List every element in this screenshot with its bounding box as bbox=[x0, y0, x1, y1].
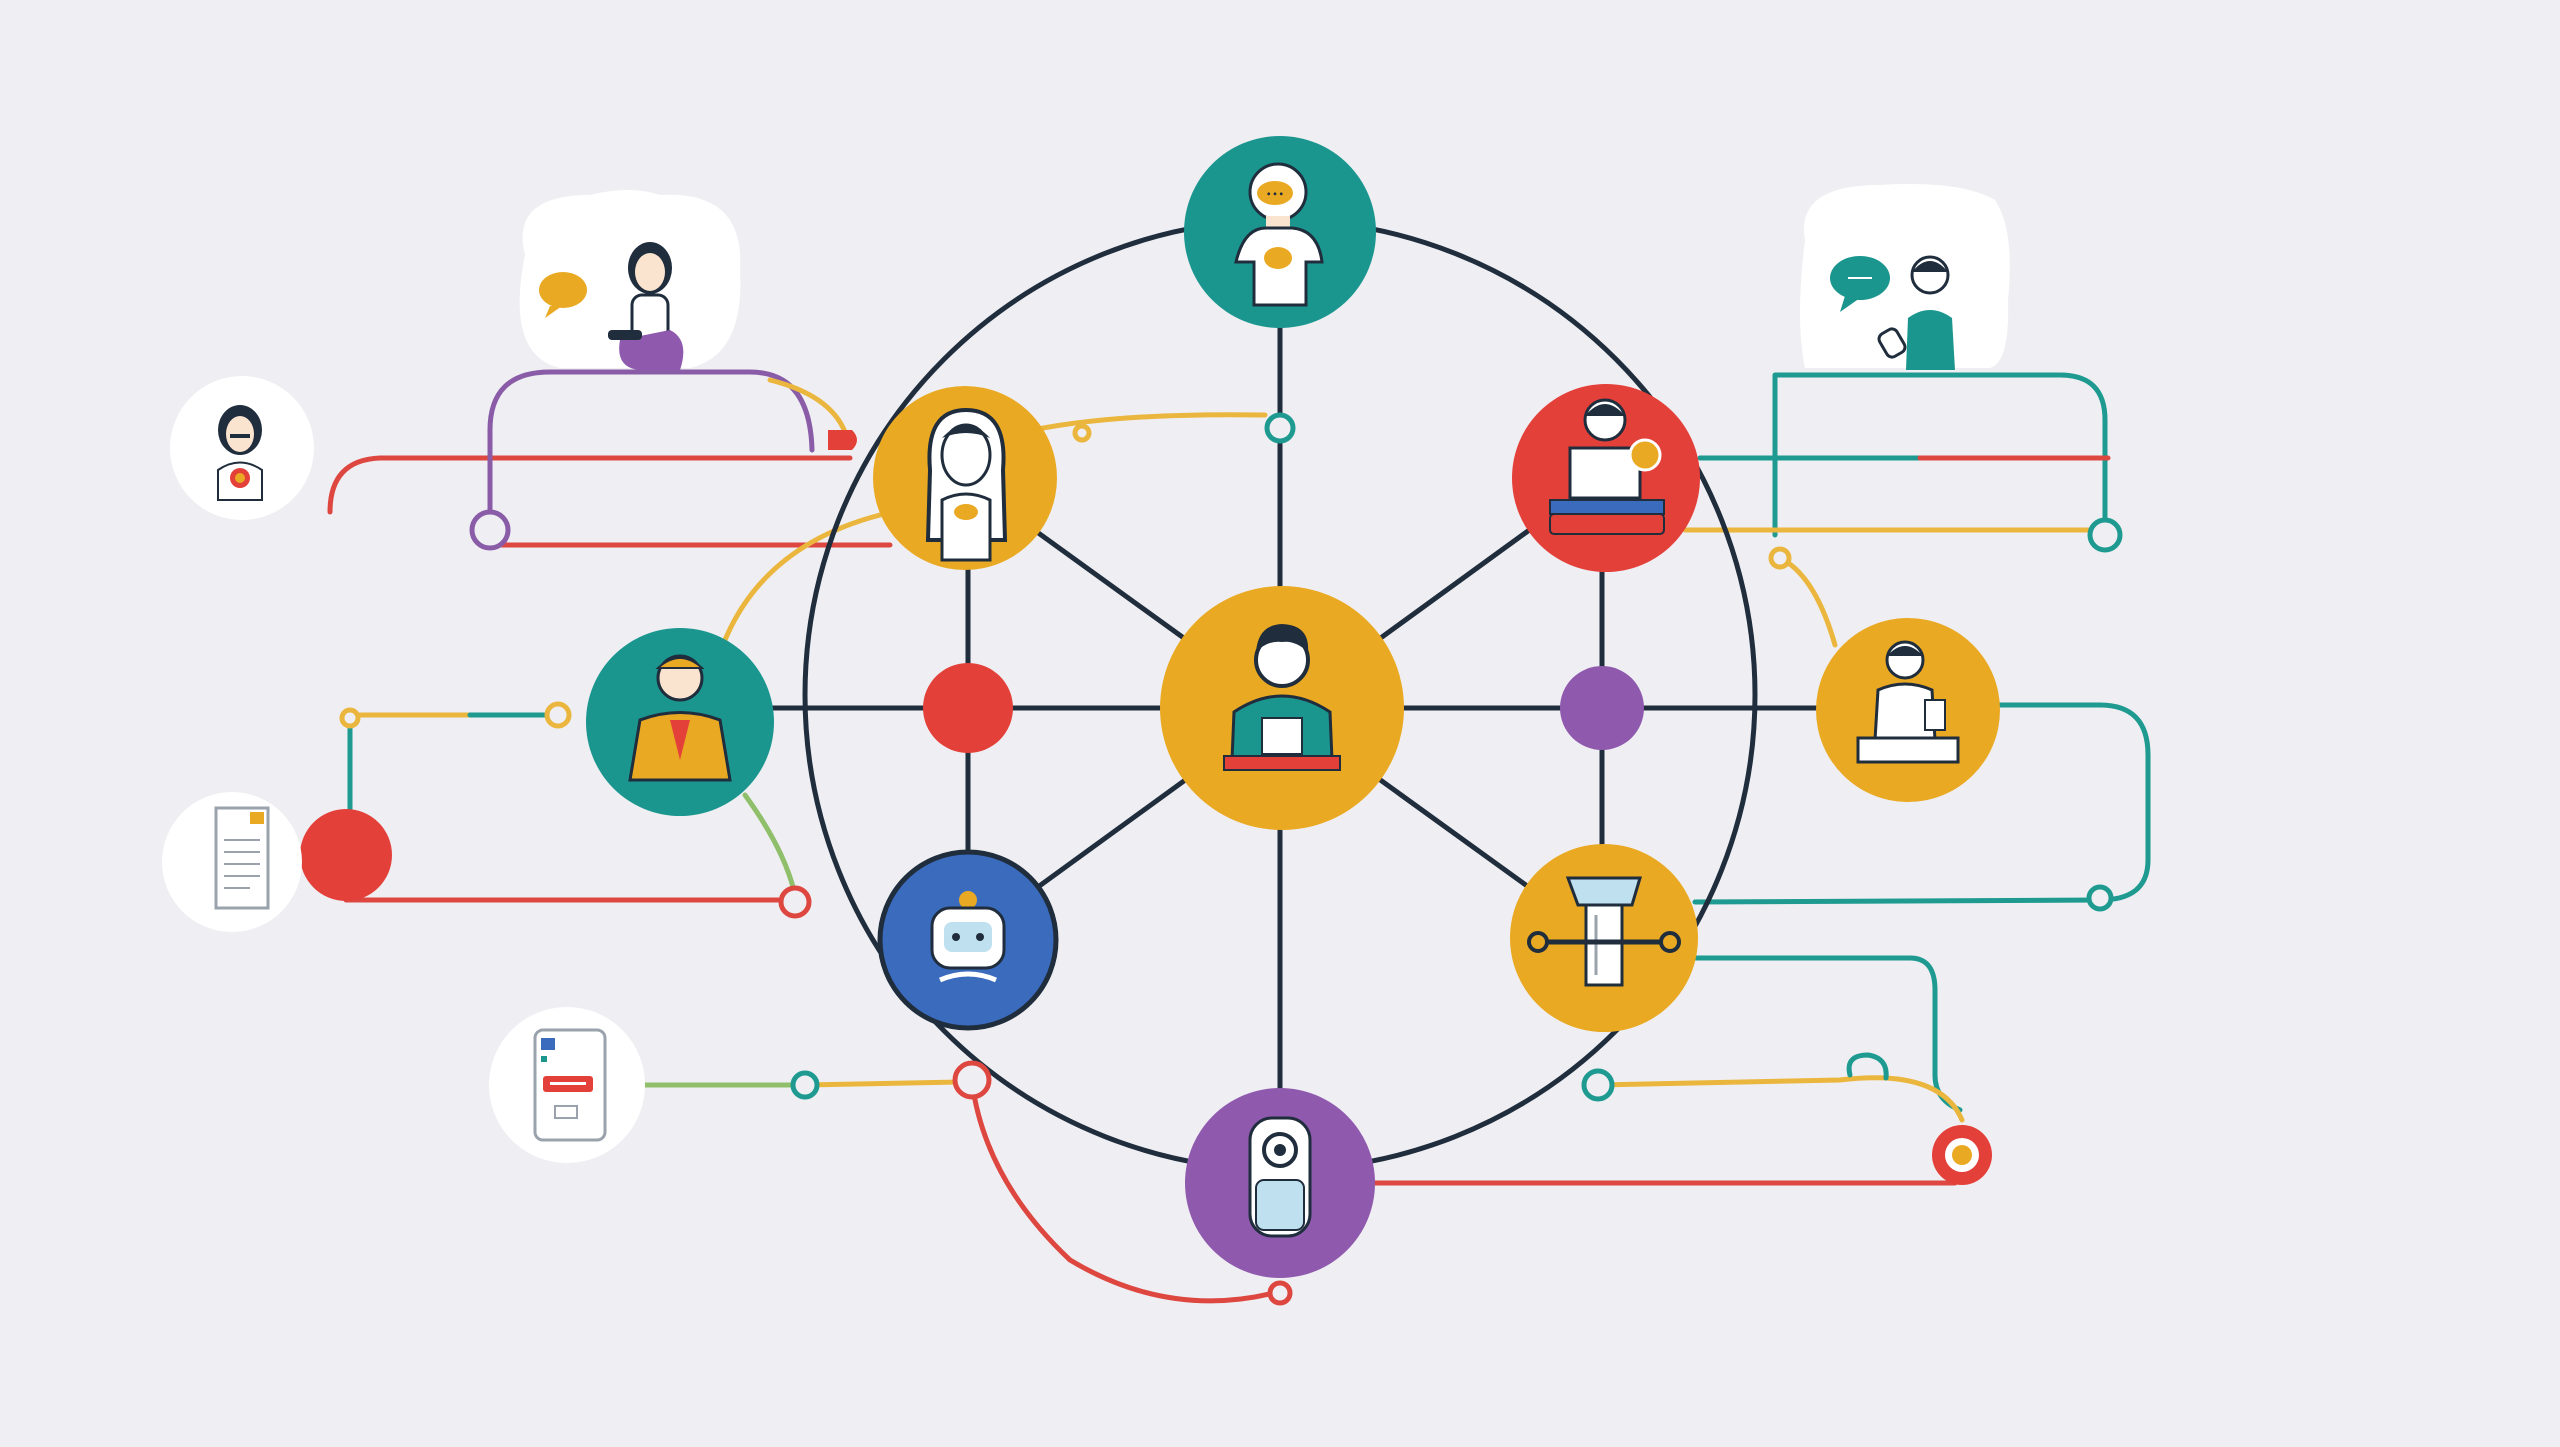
ring-purple-upper-left bbox=[469, 509, 511, 551]
wire-yellow-right-curve bbox=[1777, 555, 1838, 648]
wire-yellow-phone-link bbox=[802, 1079, 963, 1088]
left-worker-node[interactable] bbox=[586, 628, 774, 816]
document-bubble bbox=[162, 792, 302, 932]
ring-yellow-far-left bbox=[339, 707, 361, 729]
robot-icon bbox=[930, 891, 1006, 983]
device-icon bbox=[1248, 1116, 1312, 1238]
man-chat-bubble bbox=[1800, 184, 2010, 370]
worker-icon bbox=[628, 654, 732, 782]
white-bubbles bbox=[162, 184, 2010, 1163]
document-icon bbox=[214, 806, 270, 910]
wire-red-bottom-arc bbox=[969, 1079, 1281, 1304]
target-red-lower-right-core bbox=[1952, 1145, 1972, 1165]
wire-teal-right-box bbox=[1772, 372, 2108, 538]
woman-thought-bubble bbox=[519, 190, 741, 370]
wire-yellow-bubble-link bbox=[767, 377, 848, 435]
joint-red-far-left bbox=[300, 809, 392, 901]
connector-joints bbox=[300, 412, 2123, 1306]
ring-yellow-top-left bbox=[1072, 423, 1092, 443]
wire-yellow-woman-to-left bbox=[722, 512, 883, 643]
desk-person-icon bbox=[1856, 640, 1960, 764]
upper-left-woman-node[interactable] bbox=[873, 386, 1057, 570]
ring-teal-phone bbox=[790, 1070, 820, 1100]
ring-red-lower-left bbox=[952, 1060, 992, 1100]
joint-red-left bbox=[923, 663, 1013, 753]
woman-portrait-bubble bbox=[170, 376, 314, 520]
joint-purple-right bbox=[1560, 666, 1644, 750]
ring-red-bottom bbox=[1267, 1280, 1293, 1306]
ring-yellow-upper-right bbox=[1768, 546, 1792, 570]
top-person-node[interactable]: ∙∙∙ bbox=[1184, 136, 1376, 328]
sitting-woman-icon bbox=[539, 242, 684, 370]
red-tag-upper-left bbox=[828, 430, 857, 450]
wire-purple-upper-left-loop bbox=[487, 369, 815, 533]
ring-yellow-left bbox=[544, 701, 572, 729]
woman-icon bbox=[925, 407, 1008, 562]
lower-left-robot-node[interactable] bbox=[877, 849, 1059, 1031]
lower-right-machine-node[interactable] bbox=[1510, 844, 1698, 1032]
ring-teal-top bbox=[1264, 412, 1296, 444]
man-chat-icon bbox=[1830, 255, 1955, 370]
wire-teal-right-loop bbox=[1997, 702, 2151, 903]
ring-teal-lower-right bbox=[1581, 1068, 1615, 1102]
phone-bubble bbox=[489, 1007, 645, 1163]
ring-red-left-bottom bbox=[778, 885, 812, 919]
machine-icon bbox=[1527, 876, 1681, 987]
wire-green-left-diagonal bbox=[742, 792, 798, 898]
main-nodes: ∙∙∙ bbox=[586, 136, 2000, 1278]
bottom-device-node[interactable] bbox=[1185, 1088, 1375, 1278]
ring-teal-upper-right bbox=[2087, 517, 2123, 553]
person-laptop-icon bbox=[1223, 624, 1341, 771]
upper-right-presenter-node[interactable] bbox=[1512, 384, 1700, 572]
person-chat-icon: ∙∙∙ bbox=[1234, 162, 1324, 307]
ring-teal-right bbox=[2086, 884, 2114, 912]
top-chat-scribble: ∙∙∙ bbox=[1266, 189, 1285, 200]
wire-teal-right-bottom bbox=[1692, 897, 2103, 905]
wire-red-upper-left bbox=[327, 455, 853, 515]
woman-portrait-icon bbox=[217, 405, 263, 501]
central-person-node[interactable] bbox=[1160, 586, 1404, 830]
wire-teal-machine-route bbox=[1692, 955, 1963, 1113]
right-desk-node[interactable] bbox=[1816, 618, 2000, 802]
phone-icon bbox=[533, 1028, 607, 1142]
presenter-icon bbox=[1549, 398, 1665, 535]
wire-yellow-lower-right bbox=[1595, 1075, 1965, 1123]
wire-teal-hook bbox=[1846, 1052, 1889, 1081]
